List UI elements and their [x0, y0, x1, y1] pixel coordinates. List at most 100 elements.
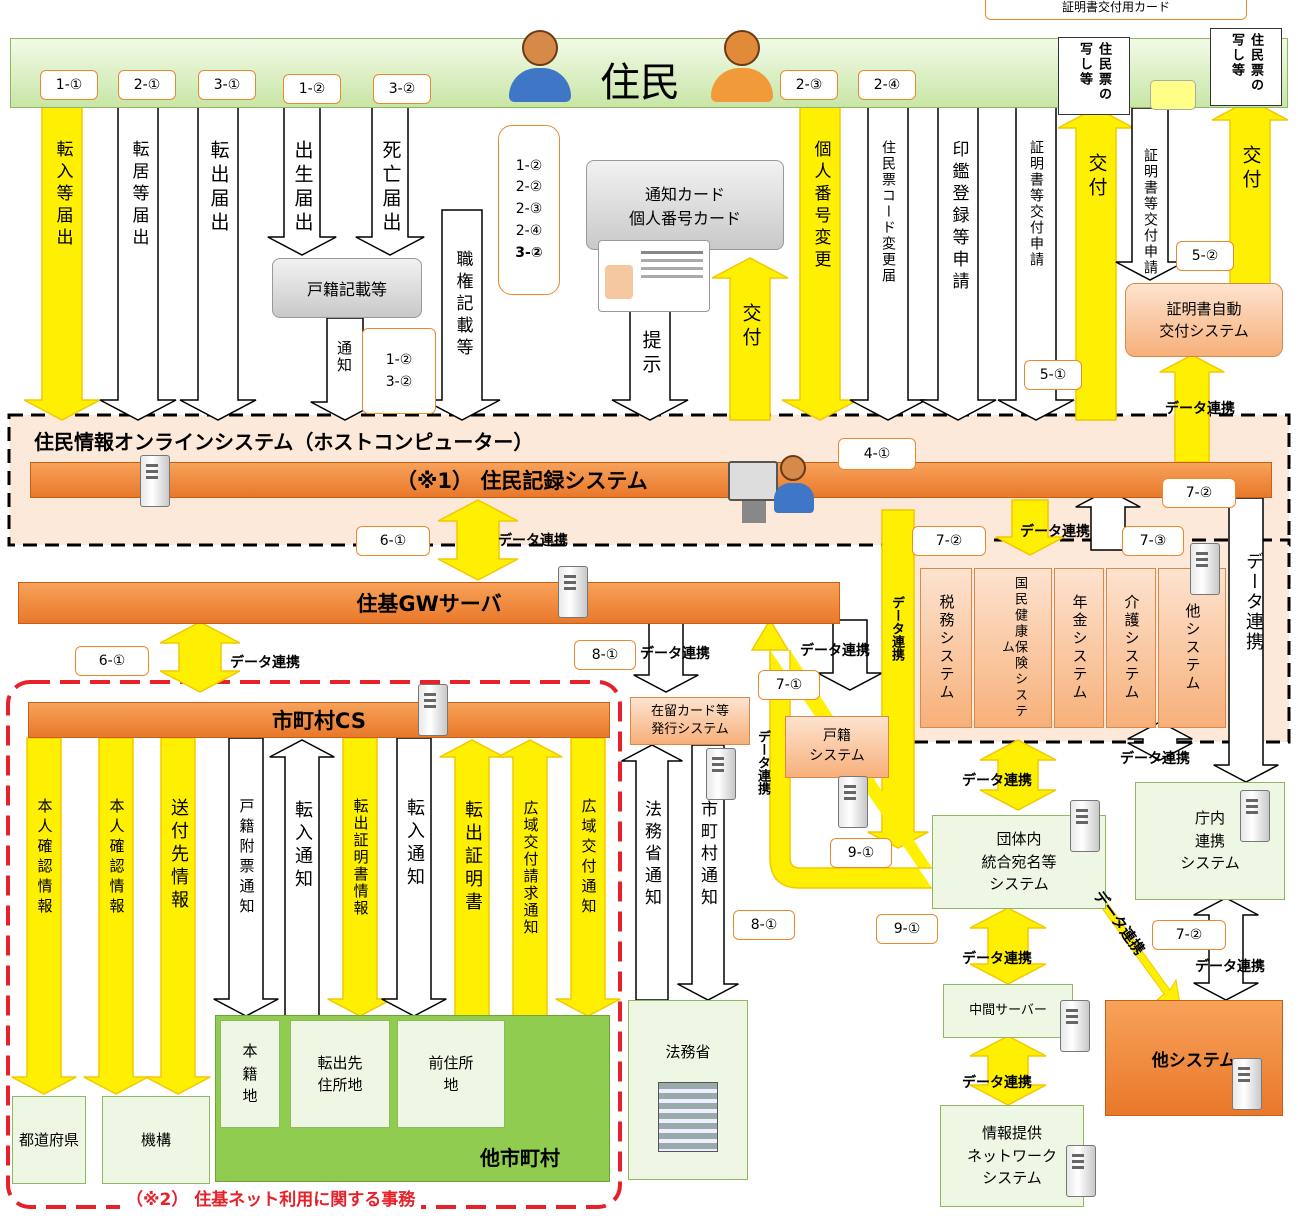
cs-arrow-8 — [497, 739, 563, 1017]
ministry-box: 法務省 — [628, 1000, 748, 1180]
arrow-a4 — [267, 99, 337, 256]
arrow-koseki-link — [817, 619, 883, 691]
arrow-label-a10: 住民票コード変更届 — [880, 140, 896, 284]
link-label-middle-bottom: データ連携 — [962, 1075, 1032, 1091]
other-system-server-icon — [1232, 1058, 1262, 1110]
zenjusho-box: 前住所地 — [397, 1020, 505, 1128]
pref-box: 都道府県 — [12, 1096, 86, 1184]
ministry-building-icon — [658, 1081, 718, 1152]
cs-arrow-label-3: 戸籍附票通知 — [237, 798, 256, 918]
arrow-a13 — [1057, 107, 1135, 421]
arrow-label-a9: 個人番号変更 — [810, 140, 831, 272]
arrow-label-a2: 転居等届出 — [128, 140, 149, 250]
gw-server-bar: 住基GWサーバ — [18, 582, 840, 624]
arrow-a12 — [997, 99, 1075, 421]
callout-2-3: 2-③ — [780, 70, 838, 100]
integrated-server-icon — [1070, 800, 1100, 852]
cs-arrow-label-5: 転出証明書情報 — [351, 798, 370, 917]
card-label: 証明書交付用カード — [985, 0, 1247, 20]
link-label-vertical-2: データ連携 — [755, 730, 770, 795]
koseki-system: 戸籍システム — [785, 716, 889, 778]
link-label-vertical-1: データ連携 — [889, 596, 904, 661]
link-label-vertical-3: データ連携 — [1243, 552, 1264, 652]
arrow-a14 — [1115, 107, 1185, 281]
cs-arrow-5 — [327, 737, 393, 1017]
arrow-a9 — [781, 99, 859, 421]
callout-2-4: 2-④ — [858, 70, 916, 100]
subsystem-server-icon — [1190, 543, 1220, 595]
callout-6-1a: 6-① — [356, 526, 430, 556]
arrow-a1 — [23, 99, 101, 421]
card-icon — [1150, 80, 1196, 110]
callout-3-2: 3-② — [373, 74, 431, 104]
arrow-int-top — [979, 739, 1057, 811]
arrow-a5 — [355, 99, 425, 256]
cs-arrow-label-0: 本人確認情報 — [35, 798, 54, 918]
online-system-title: 住民情報オンラインシステム（ホストコンピューター） — [34, 430, 534, 454]
my-number-card-image — [598, 240, 710, 312]
cs-bar: 市町村CS — [28, 702, 610, 738]
arrow-label-a5: 死亡届出 — [379, 140, 402, 236]
arrow-a10 — [849, 99, 927, 421]
cs-arrow-label-8: 広域交付請求通知 — [521, 800, 540, 936]
callout-2-1: 2-① — [118, 70, 176, 100]
link-label-subsys: データ連携 — [1020, 524, 1090, 540]
resident-icon-female — [707, 30, 777, 102]
link-label-auto: データ連携 — [1165, 401, 1235, 417]
callout-7-2a: 7-② — [912, 526, 986, 556]
koseki-record-box: 戸籍記載等 — [272, 258, 422, 318]
cs-server-icon — [418, 684, 448, 736]
link-label-chonai: データ連携 — [1120, 751, 1190, 767]
callout-9-1b: 9-① — [876, 914, 938, 944]
link-label-gw: データ連携 — [498, 533, 568, 549]
residence-card-system: 在留カード等発行システム — [630, 697, 750, 745]
arrow-a15 — [1211, 99, 1289, 286]
cs-footer: （※2） 住基ネット利用に関する事務 — [120, 1185, 422, 1210]
cs-arrow-1 — [83, 737, 149, 1095]
arrow-a6 — [423, 209, 501, 421]
callout-9-1a: 9-① — [830, 838, 892, 868]
arrow-label-a6: 職権記載等 — [452, 250, 473, 360]
cs-arrow-label-2: 送付先情報 — [168, 798, 189, 913]
arrow-a3 — [179, 99, 257, 421]
link-label-chonai-bottom: データ連携 — [1195, 959, 1265, 975]
arrow-label-a11: 印鑑登録等申請 — [948, 140, 969, 294]
subsystem-2: 年金システム — [1054, 568, 1104, 728]
arrow-label-a15: 交付 — [1239, 145, 1262, 193]
callout-7-1: 7-① — [758, 670, 820, 700]
cs-arrow-2 — [145, 737, 211, 1095]
koseki-server-icon — [838, 776, 868, 828]
arrow-auto-link — [1159, 354, 1225, 463]
callout-8-1b: 8-① — [733, 910, 795, 940]
arrow-mid-top — [969, 907, 1047, 985]
cs-arrow-label-4: 転入通知 — [292, 800, 313, 892]
arrow-a2 — [99, 99, 177, 421]
info-network-server-icon — [1066, 1145, 1096, 1197]
notification-card-box: 通知カード個人番号カード — [586, 160, 784, 250]
cs-arrow-3 — [213, 737, 279, 1017]
link-label-cs: データ連携 — [230, 655, 300, 671]
callout-4-1: 4-① — [838, 438, 916, 470]
cs-arrow-label-1: 本人確認情報 — [107, 798, 126, 918]
other-city-label: 他市町村 — [480, 1146, 560, 1170]
middle-server-icon — [1060, 1000, 1090, 1052]
cs-arrow-7 — [439, 739, 505, 1017]
resident-record-system: （※1） 住民記録システム — [30, 462, 1272, 498]
host-server-icon — [140, 455, 170, 507]
resident-icon-male — [505, 30, 575, 102]
callout-5-2: 5-② — [1176, 241, 1234, 271]
arrow-online-gw — [437, 499, 519, 581]
kikou-box: 機構 — [102, 1096, 210, 1184]
zairyu-arrow-label-1: 市町村通知 — [697, 800, 717, 910]
link-label-integrated-top: データ連携 — [962, 773, 1032, 789]
cs-arrow-label-7: 転出証明書 — [462, 800, 483, 915]
arrow-label-a1: 転入等届出 — [52, 140, 73, 250]
arrow-sub-down — [995, 499, 1065, 556]
arrow-a11 — [919, 99, 997, 421]
arrow-mid-bottom — [969, 1035, 1047, 1106]
subsystem-1: 国民健康保険システム — [974, 568, 1052, 728]
arrow-chonai-right — [1213, 497, 1279, 783]
arrow-a8 — [711, 257, 789, 421]
arrow-zairyu-moj — [621, 744, 683, 1001]
